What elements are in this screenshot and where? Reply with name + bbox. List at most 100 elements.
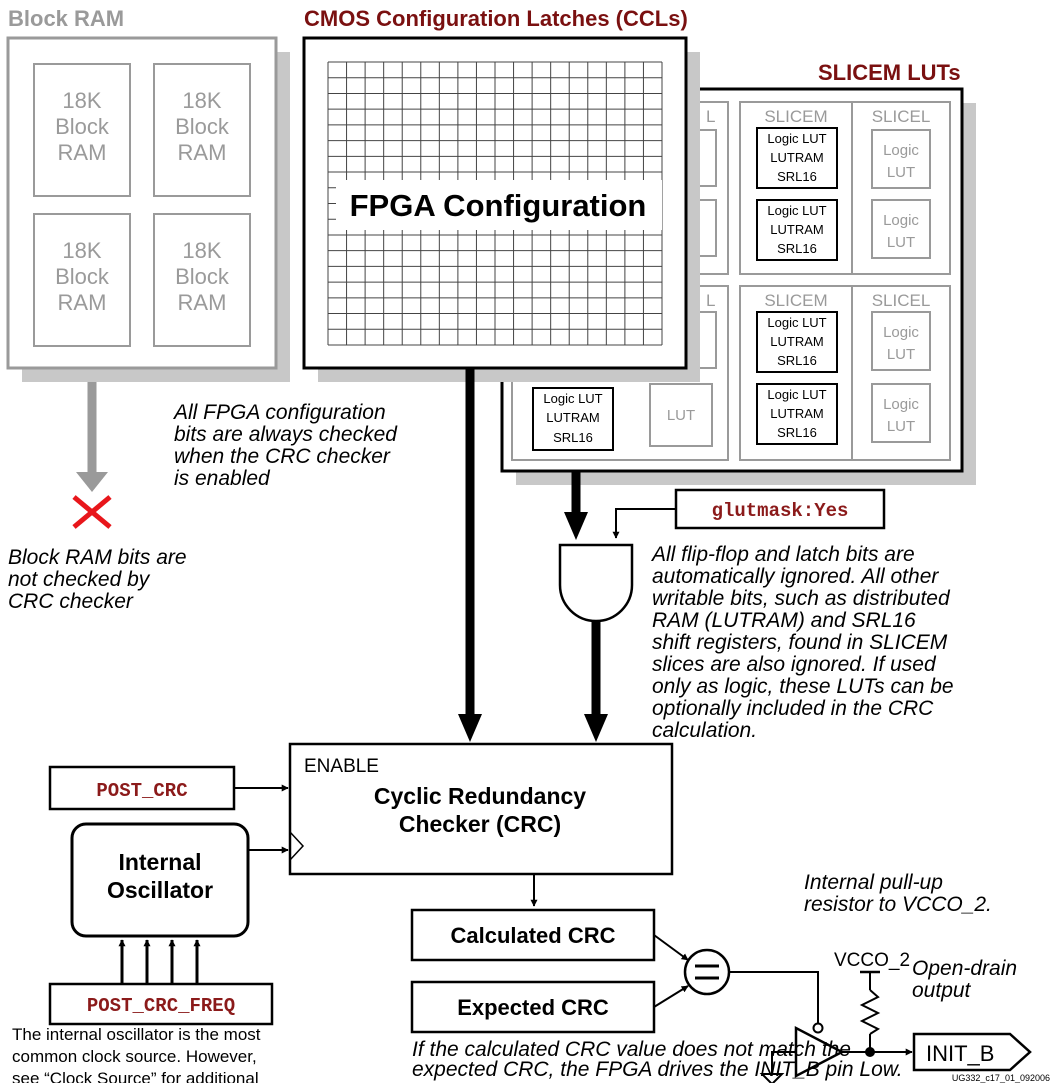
block-ram-cell: 18K Block RAM [153,213,251,347]
calculated-to-compare-arrow [653,934,689,961]
glutmask-note-line: optionally included in the CRC [652,697,934,720]
expected-crc-box: Expected CRC [410,980,656,1034]
slice-header-partial: L [706,107,715,126]
glutmask-setting: glutmask:Yes [674,488,886,530]
inverter-bubble-icon [812,1022,824,1034]
ccl-arrowhead [458,714,482,742]
glutmask-note-line: RAM (LUTRAM) and SRL16 [652,609,916,632]
lut-line: LUT [887,418,915,435]
slice-header-partial: L [706,291,715,310]
and-gate-icon [558,543,634,623]
slicel-lut: LUT [649,383,713,447]
output-note-line: output [912,979,972,1002]
freq-arrows [118,939,201,984]
lut-line: Logic [883,212,919,229]
lut-line: Logic LUT [767,315,826,330]
slicel-lut: Logic LUT [871,129,931,189]
ram-cell-line: 18K [182,238,221,263]
slicem-lut: Logic LUT LUTRAM SRL16 [756,383,838,445]
ram-cell-line: 18K [62,238,101,263]
lut-line: SRL16 [777,169,817,184]
block-ram-note-line: Block RAM bits are [8,546,187,569]
slicem-title: SLICEM LUTs [818,60,961,85]
slice-group-right-top [739,101,951,275]
init-b-label: INIT_B [926,1041,994,1066]
ram-cell-line: Block [175,114,230,139]
lut-line: LUTRAM [770,222,823,237]
expected-crc-label: Expected CRC [457,995,609,1020]
ccl-title: CMOS Configuration Latches (CCLs) [304,6,688,31]
lut-line: LUTRAM [770,334,823,349]
internal-oscillator: Internal Oscillator [70,822,250,938]
vcco-label: VCCO_2 [834,950,910,971]
footer-note-line: If the calculated CRC value does not mat… [412,1038,851,1061]
glutmask-arrow [612,508,676,539]
crc-title-line: Checker (CRC) [399,811,561,837]
block-ram-note-line: CRC checker [8,590,134,613]
ccl-note-line: when the CRC checker [174,445,391,468]
post-crc-freq-setting: POST_CRC_FREQ [48,982,274,1026]
slicem-lut: Logic LUT LUTRAM SRL16 [532,387,614,451]
glutmask-note-line: calculation. [652,719,757,742]
figure-id: UG332_c17_01_092006 [952,1073,1050,1083]
compare-to-buffer-wire [729,971,819,1024]
output-note-line: Open-drain [912,957,1017,980]
ram-cell-line: RAM [178,290,227,315]
block-ram-cell: 18K Block RAM [33,63,131,197]
glutmask-note-line: All flip-flop and latch bits are [650,543,915,566]
calculated-crc-box: Calculated CRC [410,908,656,962]
glutmask-note: All flip-flop and latch bits are automat… [650,543,954,742]
gate-arrowhead [584,714,608,742]
block-ram-panel [6,36,278,370]
lut-line: Logic LUT [767,387,826,402]
slicem-arrowhead [564,512,588,540]
lut-line: LUTRAM [546,410,599,425]
enable-label: ENABLE [304,756,379,777]
oscillator-note-line: common clock source. However, [12,1047,257,1066]
ccl-note-line: bits are always checked [174,423,398,446]
slicem-lut: Logic LUT LUTRAM SRL16 [756,127,838,189]
slicel-header: SLICEL [872,291,931,310]
ram-cell-line: Block [55,114,110,139]
pull-up-resistor-icon [859,970,881,1052]
slicel-header: SLICEL [872,107,931,126]
ccl-note-line: is enabled [174,467,271,490]
oscillator-note-line: see “Clock Source” for additional [12,1069,259,1083]
oscillator-title-line: Internal [118,849,201,875]
crc-title-line: Cyclic Redundancy [374,783,586,809]
footer-note-line: expected CRC, the FPGA drives the INIT_B… [412,1058,903,1081]
lut-line: SRL16 [777,241,817,256]
glutmask-note-line: slices are also ignored. If used [652,653,937,676]
lut-line: Logic [883,324,919,341]
lut-line: Logic LUT [767,203,826,218]
ram-cell-line: 18K [62,88,101,113]
ground-icon [759,1051,796,1083]
not-checked-cross-icon [72,495,112,529]
lut-line: LUT [887,164,915,181]
lut-line: SRL16 [777,353,817,368]
lut-line: SRL16 [553,430,593,445]
pullup-note-line: Internal pull-up [804,871,943,894]
block-ram-title: Block RAM [8,6,124,31]
slicem-lut: Logic LUT LUTRAM SRL16 [756,311,838,373]
slicem-header: SLICEM [764,107,827,126]
lut-only-label: LUT [667,407,695,424]
post-crc-label: POST_CRC [96,780,187,802]
lut-line: LUT [887,234,915,251]
ram-cell-line: RAM [58,140,107,165]
glutmask-note-line: only as logic, these LUTs can be [652,675,954,698]
comparator-icon [683,948,731,996]
slicel-lut: Logic LUT [871,311,931,371]
slicem-header: SLICEM [764,291,827,310]
fpga-label-backdrop [336,180,662,230]
lut-line: Logic [883,142,919,159]
block-ram-cell: 18K Block RAM [153,63,251,197]
lut-line: SRL16 [777,425,817,440]
oscillator-title-line: Oscillator [107,877,213,903]
slicel-lut: Logic LUT [871,383,931,443]
pullup-note-line: resistor to VCCO_2. [804,893,992,916]
ram-cell-line: RAM [58,290,107,315]
ram-cell-line: 18K [182,88,221,113]
glutmask-label: glutmask:Yes [712,500,849,522]
ram-cell-line: RAM [178,140,227,165]
